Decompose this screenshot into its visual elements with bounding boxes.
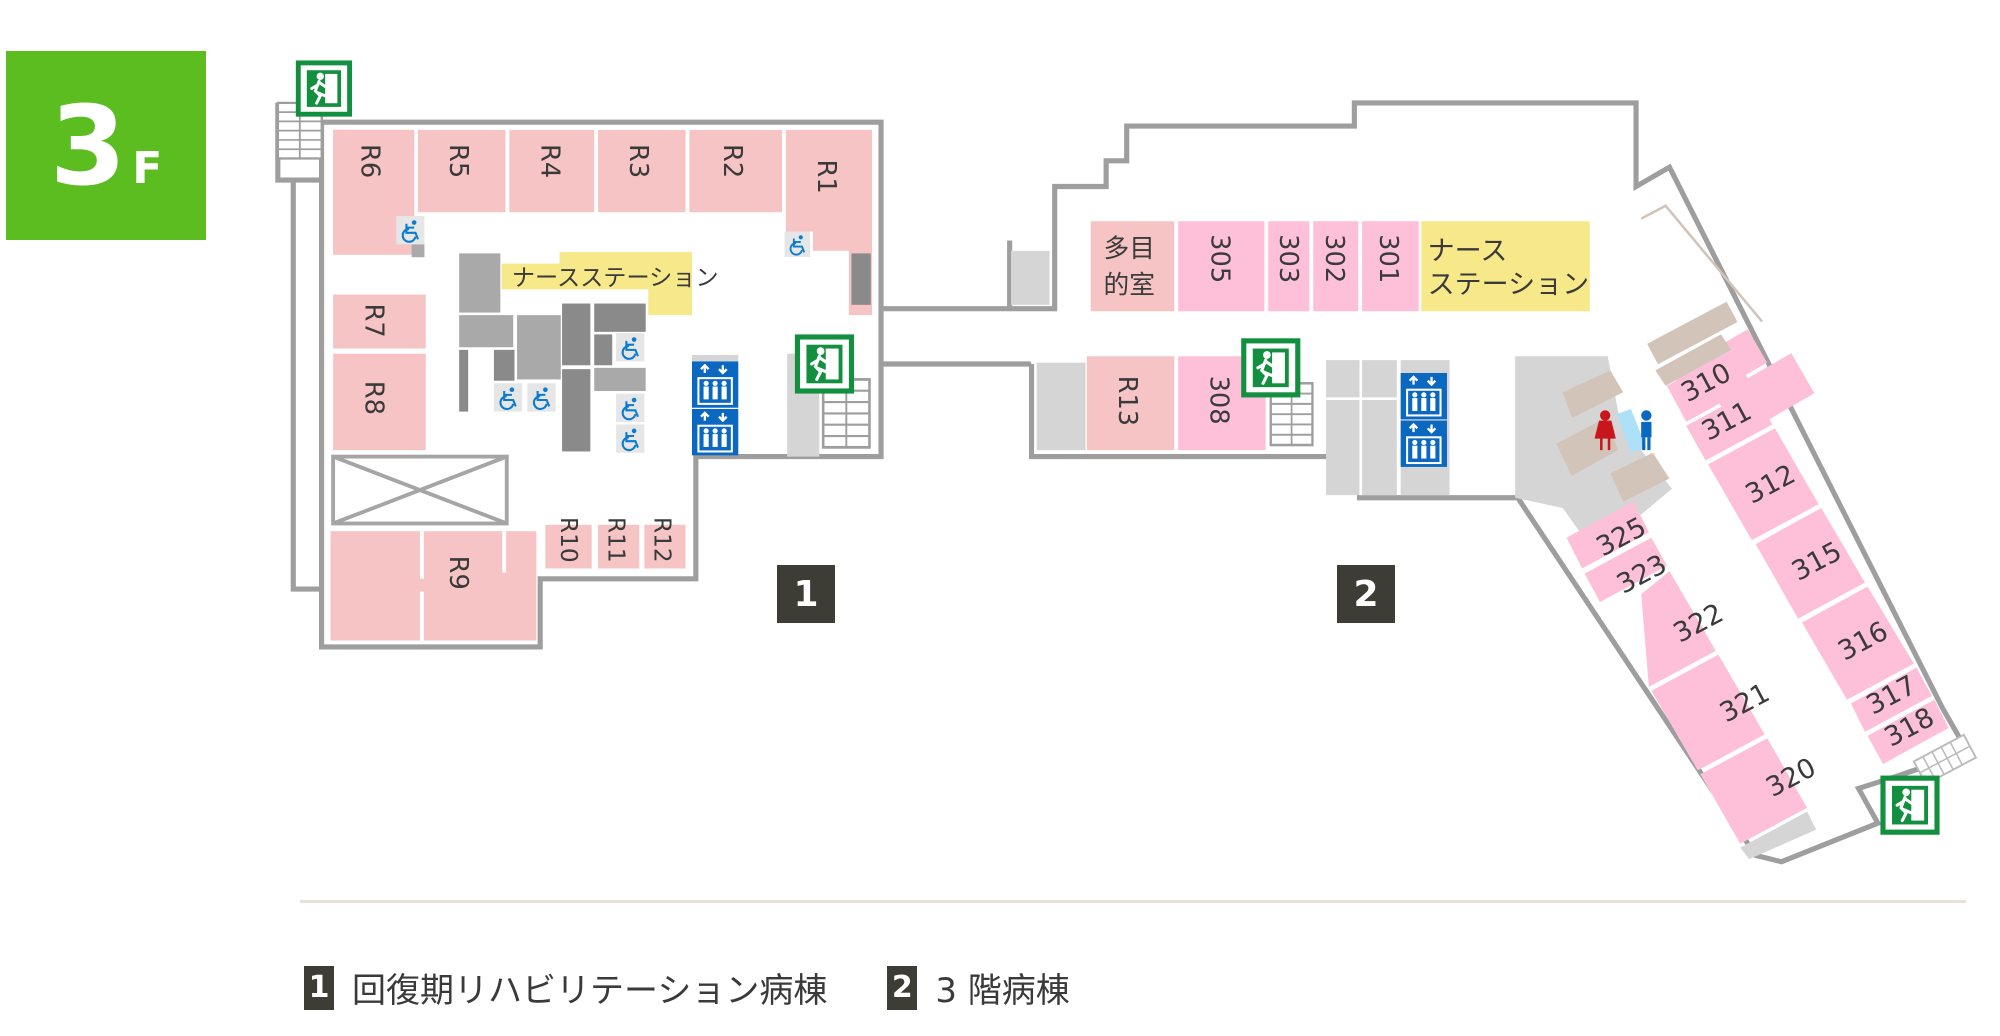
wheelchair-icon [615, 392, 646, 423]
room-325 [1566, 501, 1649, 569]
legend-badge-2: 2 [887, 965, 918, 1010]
zone-legend: 1 回復期リハビリテーション病棟 2 3 階病棟 [304, 963, 1130, 1012]
svg-text:R13: R13 [1112, 376, 1142, 427]
room-311 [1686, 389, 1773, 461]
emergency-exit-icon [1878, 774, 1942, 837]
emergency-exit-icon [294, 58, 354, 119]
room-r9 [330, 531, 537, 641]
svg-text:R6: R6 [354, 144, 384, 178]
right-wing: 多目 的室 305 303 302 301 ナース ステーション R13 308 [1009, 100, 1978, 865]
svg-text:302: 302 [1319, 234, 1349, 283]
svg-text:R12: R12 [649, 517, 675, 563]
svg-text:303: 303 [1273, 234, 1303, 283]
room-315 [1755, 508, 1865, 619]
room-317 [1850, 667, 1932, 732]
svg-text:R10: R10 [555, 517, 581, 563]
room-321 [1651, 654, 1765, 771]
room-318 [1867, 699, 1949, 765]
room-r4 [509, 129, 595, 213]
room-r7 [333, 294, 426, 349]
legend-item-1: 1 回復期リハビリテーション病棟 [304, 963, 827, 1012]
svg-text:R3: R3 [623, 144, 653, 178]
wheelchair-icon [615, 423, 646, 454]
wheelchair-icon [395, 215, 426, 246]
stairs-icon [1912, 733, 1978, 786]
room-302 [1313, 221, 1359, 312]
room-r12 [644, 524, 686, 569]
room-multipurpose [1090, 221, 1175, 312]
room-322 [1641, 571, 1716, 687]
svg-text:R11: R11 [602, 517, 628, 563]
svg-text:R2: R2 [717, 144, 747, 178]
legend-divider [300, 900, 1966, 903]
room-r2 [689, 129, 783, 213]
emergency-exit-icon [793, 332, 856, 396]
svg-text:R1: R1 [811, 159, 841, 193]
svg-text:R5: R5 [443, 144, 473, 178]
svg-text:R4: R4 [534, 144, 564, 178]
svg-text:多目: 多目 [1104, 234, 1155, 264]
room-r10 [545, 524, 592, 569]
elevator-icon [1399, 419, 1449, 469]
legend-item-2: 2 3 階病棟 [887, 963, 1070, 1012]
nurse-station-1 [501, 252, 692, 316]
female-restroom-icon [1594, 410, 1616, 451]
room-323 [1584, 537, 1667, 602]
svg-text:308: 308 [1203, 376, 1233, 425]
svg-text:ステーション: ステーション [1428, 269, 1589, 300]
elevator-icon [690, 407, 740, 457]
legend-badge-1: 1 [304, 965, 334, 1010]
room-301 [1362, 221, 1419, 312]
svg-text:的室: 的室 [1104, 270, 1155, 300]
svg-text:305: 305 [1205, 234, 1235, 283]
room-r1 [785, 129, 873, 316]
room-r13 [1086, 356, 1175, 451]
zone-badge-1: 1 [777, 565, 835, 623]
svg-text:301: 301 [1373, 234, 1403, 283]
left-wing: R6 R5 R4 R3 R2 R1 R7 R8 R9 [275, 58, 884, 650]
svg-text:ナース: ナース [1428, 236, 1508, 267]
wheelchair-icon [783, 230, 811, 258]
floor-indicator: 3 F [6, 51, 206, 240]
room-310 [1666, 349, 1752, 422]
nurse-station-2 [1421, 221, 1590, 312]
room-316 [1801, 586, 1914, 700]
room-312 [1708, 428, 1819, 541]
male-restroom-icon [1641, 410, 1652, 451]
room-r5 [418, 129, 506, 213]
svg-text:R7: R7 [358, 304, 388, 338]
room-r3 [598, 129, 686, 213]
room-r8 [333, 353, 426, 451]
floor-number: 3 [49, 81, 127, 210]
room-r11 [598, 524, 640, 569]
wheelchair-icon [615, 332, 646, 363]
legend-label-2: 3 階病棟 [935, 971, 1070, 1011]
elevator-icon [1399, 371, 1449, 421]
floor-unit: F [132, 143, 163, 194]
room-303 [1268, 221, 1310, 312]
svg-text:R9: R9 [443, 556, 473, 590]
room-305 [1178, 221, 1265, 312]
elevator-icon [690, 360, 740, 409]
wheelchair-icon [492, 382, 524, 413]
zone-badge-2: 2 [1337, 565, 1395, 623]
emergency-exit-icon [1239, 336, 1302, 399]
wheelchair-icon [526, 382, 557, 413]
svg-text:R8: R8 [358, 381, 388, 415]
svg-text:ナースステーション: ナースステーション [512, 266, 719, 292]
legend-label-1: 回復期リハビリテーション病棟 [352, 971, 828, 1011]
room-320 [1700, 738, 1808, 844]
